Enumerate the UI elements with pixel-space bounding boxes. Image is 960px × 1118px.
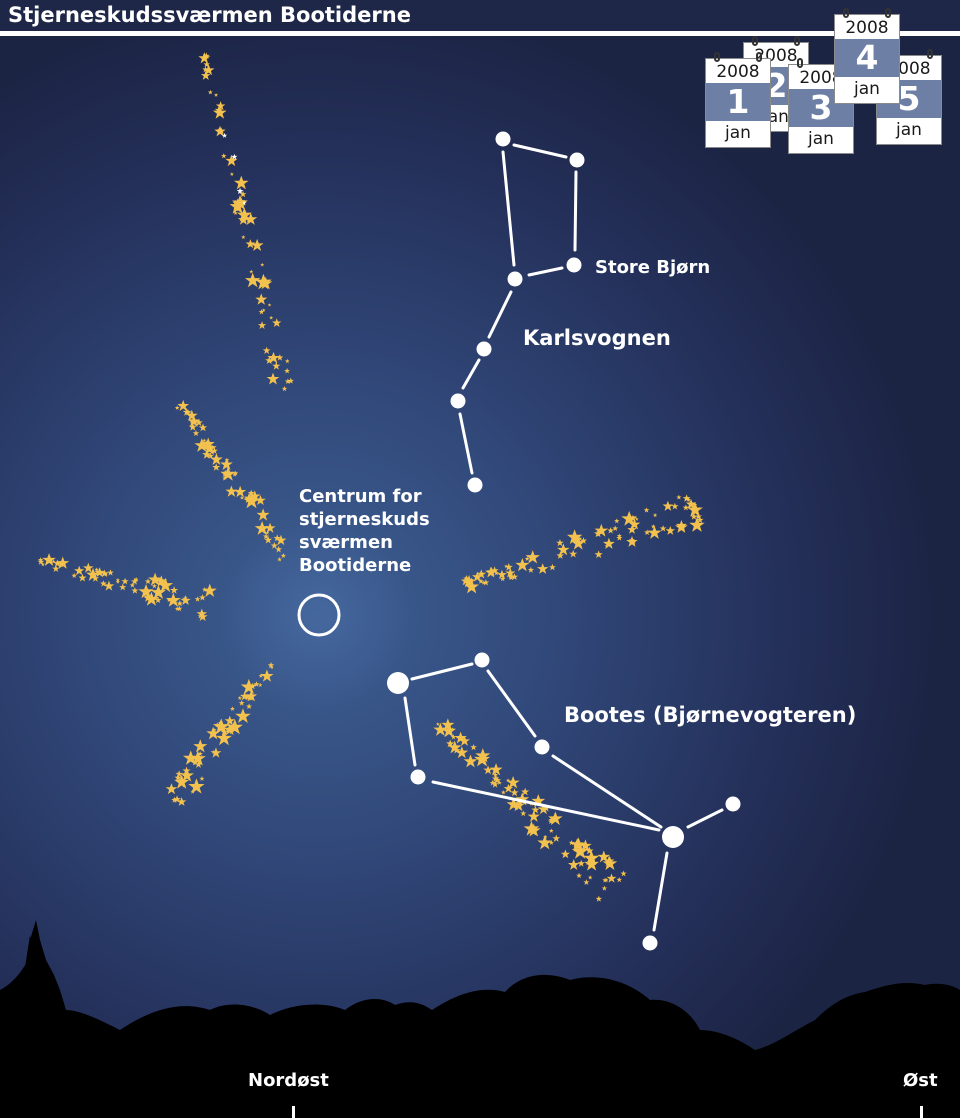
calendar-year: 2008	[799, 68, 843, 88]
calendar-day: 1	[706, 83, 770, 121]
calendar-month: jan	[725, 123, 751, 143]
calendar-ring-icon	[885, 8, 891, 18]
calendar-ring-icon	[714, 52, 720, 62]
label-center-line: Bootiderne	[299, 555, 412, 576]
calendar-year: 2008	[716, 62, 760, 82]
bootes-star	[662, 826, 684, 848]
bootes-star	[410, 769, 426, 785]
bootes-star	[534, 739, 550, 755]
calendar-ring-icon	[797, 58, 803, 68]
horizon-label-northeast: Nordøst	[248, 1070, 329, 1091]
horizon-tick-northeast	[292, 1106, 295, 1118]
calendar-month: jan	[854, 79, 880, 99]
bootes-stars	[387, 652, 741, 951]
dipper-star	[467, 477, 483, 493]
label-karlsvognen: Karlsvognen	[523, 326, 671, 350]
radiant-center-circle	[297, 593, 341, 637]
calendar-ring-icon	[927, 49, 933, 59]
page-title: Stjerneskudssværmen Bootiderne	[8, 3, 411, 27]
calendar-jan-4: 2008 4 jan	[834, 8, 900, 104]
radiant-halo	[223, 520, 413, 710]
horizon-label-east: Øst	[903, 1070, 938, 1091]
bootes-star	[474, 652, 490, 668]
dipper-star	[476, 341, 492, 357]
label-bootes: Bootes (Bjørnevogteren)	[564, 703, 857, 727]
dipper-star	[495, 131, 511, 147]
label-store-bjorn: Store Bjørn	[595, 257, 711, 278]
label-radiant-center: Centrum for stjerneskuds sværmen Bootide…	[299, 485, 430, 577]
calendar-ring-icon	[756, 52, 762, 62]
label-center-line: Centrum for	[299, 486, 422, 507]
tree-silhouettes	[0, 920, 960, 1118]
calendar-ring-icon	[794, 36, 800, 46]
constellation-karlsvognen	[458, 143, 578, 475]
bootes-star	[642, 935, 658, 951]
dipper-star	[507, 271, 523, 287]
dipper-star	[450, 393, 466, 409]
bootes-star	[725, 796, 741, 812]
bootes-star	[387, 672, 409, 694]
calendar-month: jan	[896, 120, 922, 140]
title-bar: Stjerneskudssværmen Bootiderne	[0, 0, 960, 36]
label-center-line: sværmen	[299, 532, 393, 553]
calendar-month: jan	[808, 129, 834, 149]
horizon-tick-east	[920, 1106, 923, 1118]
calendar-day: 4	[835, 39, 899, 77]
constellation-bootes	[403, 662, 724, 932]
calendar-year: 2008	[845, 18, 889, 38]
calendar-ring-icon	[843, 8, 849, 18]
dipper-star	[566, 257, 582, 273]
label-center-line: stjerneskuds	[299, 509, 430, 530]
karlsvognen-stars	[450, 131, 585, 493]
calendar-ring-icon	[752, 36, 758, 46]
dipper-star	[569, 152, 585, 168]
calendar-jan-1: 2008 1 jan	[705, 52, 771, 148]
